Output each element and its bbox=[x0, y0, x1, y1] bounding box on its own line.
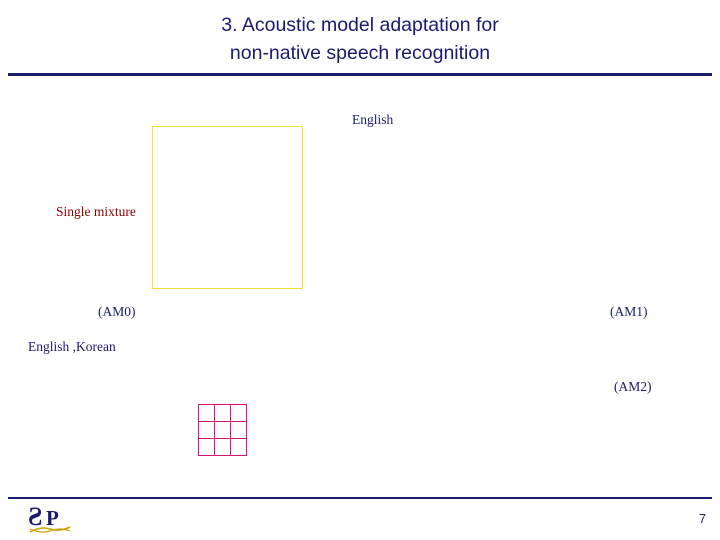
grid-cell bbox=[198, 404, 215, 422]
grid-cell bbox=[230, 404, 247, 422]
mixture-grid bbox=[198, 404, 248, 458]
label-single-mixture: Single mixture bbox=[56, 204, 136, 219]
grid-cell bbox=[230, 421, 247, 439]
label-am2: (AM2) bbox=[614, 379, 652, 394]
footer-divider bbox=[8, 497, 712, 499]
logo-letter-p: P bbox=[46, 506, 59, 530]
label-english: English bbox=[352, 112, 394, 127]
grid-cell bbox=[198, 421, 215, 439]
label-am1: (AM1) bbox=[610, 304, 648, 319]
label-am0: (AM0) bbox=[98, 304, 136, 319]
page-title: 3. Acoustic model adaptation for non-nat… bbox=[0, 12, 720, 67]
label-english-korean: English ,Korean bbox=[28, 339, 116, 354]
page-title-line-1: 3. Acoustic model adaptation for bbox=[221, 14, 499, 36]
grid-cell bbox=[214, 404, 231, 422]
grid-cell bbox=[230, 438, 247, 456]
title-divider bbox=[8, 73, 712, 76]
acoustic-model-box bbox=[152, 126, 303, 289]
page-title-line-2: non-native speech recognition bbox=[229, 41, 491, 64]
page-number: 7 bbox=[699, 512, 706, 526]
grid-cell bbox=[198, 438, 215, 456]
grid-cell bbox=[214, 421, 231, 439]
logo-swoosh-icon bbox=[29, 526, 71, 533]
grid-cell bbox=[214, 438, 231, 456]
organization-logo: S P bbox=[28, 502, 76, 534]
